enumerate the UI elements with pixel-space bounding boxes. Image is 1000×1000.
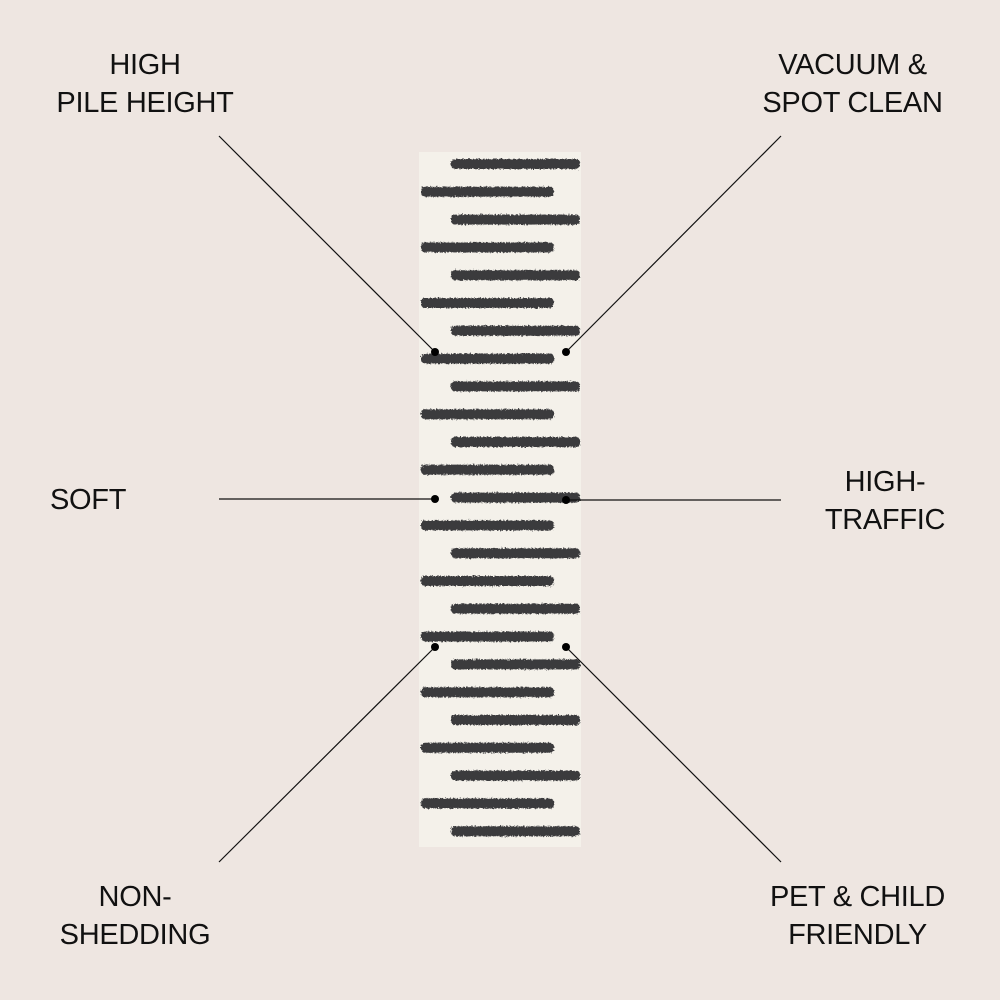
rug-stripe xyxy=(451,159,580,169)
callout-lines xyxy=(218,135,782,863)
feature-vacuum-spot-clean: VACUUM & SPOT CLEAN xyxy=(745,46,960,122)
rug-stripe xyxy=(451,437,580,447)
rug-stripe xyxy=(421,186,554,197)
rug-stripe xyxy=(451,659,580,670)
rug-stripe xyxy=(451,715,580,725)
rug-stripe xyxy=(421,298,554,308)
callout-dot xyxy=(431,643,439,651)
rug-stripes xyxy=(421,159,580,837)
rug-stripe xyxy=(421,798,554,809)
label-line: SPOT CLEAN xyxy=(762,87,943,119)
callout-line-vacuum xyxy=(565,135,782,353)
rug-stripe xyxy=(451,492,580,503)
label-line: NON- xyxy=(98,881,172,913)
feature-high-traffic: HIGH- TRAFFIC xyxy=(810,463,960,539)
callout-dot xyxy=(431,348,439,356)
feature-soft: SOFT xyxy=(50,481,126,519)
rug-stripe xyxy=(421,353,554,364)
callout-dot xyxy=(431,495,439,503)
label-line: PILE HEIGHT xyxy=(56,87,234,119)
callout-dot xyxy=(562,643,570,651)
rug-stripe xyxy=(451,770,580,781)
rug-stripe xyxy=(421,687,554,698)
rug-stripe xyxy=(421,409,554,420)
callout-dot xyxy=(562,496,570,504)
callout-line-pet-child xyxy=(565,646,782,863)
label-line: SOFT xyxy=(50,484,127,516)
rug-stripe xyxy=(421,242,554,253)
callout-line-pile-height xyxy=(218,135,436,353)
rug-stripe xyxy=(421,742,554,753)
rug-stripe xyxy=(421,576,554,586)
rug-stripe xyxy=(421,464,554,475)
rug-stripe xyxy=(421,631,554,642)
label-line: HIGH- xyxy=(844,466,926,498)
rug-stripe xyxy=(451,381,580,392)
rug-stripe xyxy=(451,826,580,837)
label-line: SHEDDING xyxy=(59,919,211,951)
feature-non-shedding: NON- SHEDDING xyxy=(40,878,230,954)
rug-stripe xyxy=(451,603,580,614)
label-line: HIGH xyxy=(109,49,181,81)
callout-dot xyxy=(562,348,570,356)
callout-line-non-shedding xyxy=(218,646,436,863)
label-line: PET & CHILD xyxy=(769,881,946,913)
label-line: VACUUM & xyxy=(778,49,927,81)
label-line: FRIENDLY xyxy=(788,919,927,951)
rug-stripe xyxy=(451,548,580,559)
label-line: TRAFFIC xyxy=(824,504,946,536)
rug-stripe xyxy=(451,325,580,336)
feature-high-pile-height: HIGH PILE HEIGHT xyxy=(40,46,250,122)
rug-stripe xyxy=(451,214,580,225)
feature-pet-child-friendly: PET & CHILD FRIENDLY xyxy=(750,878,965,954)
rug-stripe xyxy=(421,520,554,531)
callout-dots xyxy=(431,348,570,651)
rug-stripe xyxy=(451,270,580,281)
